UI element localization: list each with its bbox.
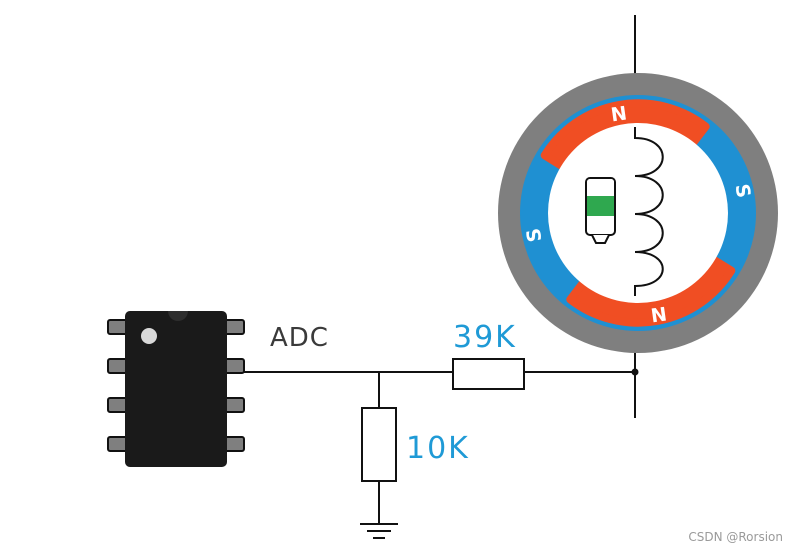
resistor-39k-label: 39K xyxy=(453,320,517,355)
adc-label: ADC xyxy=(270,323,329,353)
ground-icon xyxy=(360,523,398,539)
pole-label-bottom: N xyxy=(650,304,669,328)
resistor-10k-label: 10K xyxy=(406,431,470,466)
resistor-10k xyxy=(361,407,397,482)
pole-label-left: S xyxy=(522,226,546,243)
watermark: CSDN @Rorsion xyxy=(688,530,783,544)
chip-pin1-marker xyxy=(141,328,157,344)
microcontroller-chip xyxy=(107,311,245,467)
lamp-icon xyxy=(585,177,616,244)
generator-coil xyxy=(634,127,664,296)
resistor-39k xyxy=(452,358,525,390)
pole-label-right: S xyxy=(730,182,754,199)
generator: N S N S xyxy=(498,73,778,353)
pole-label-top: N xyxy=(610,103,629,127)
